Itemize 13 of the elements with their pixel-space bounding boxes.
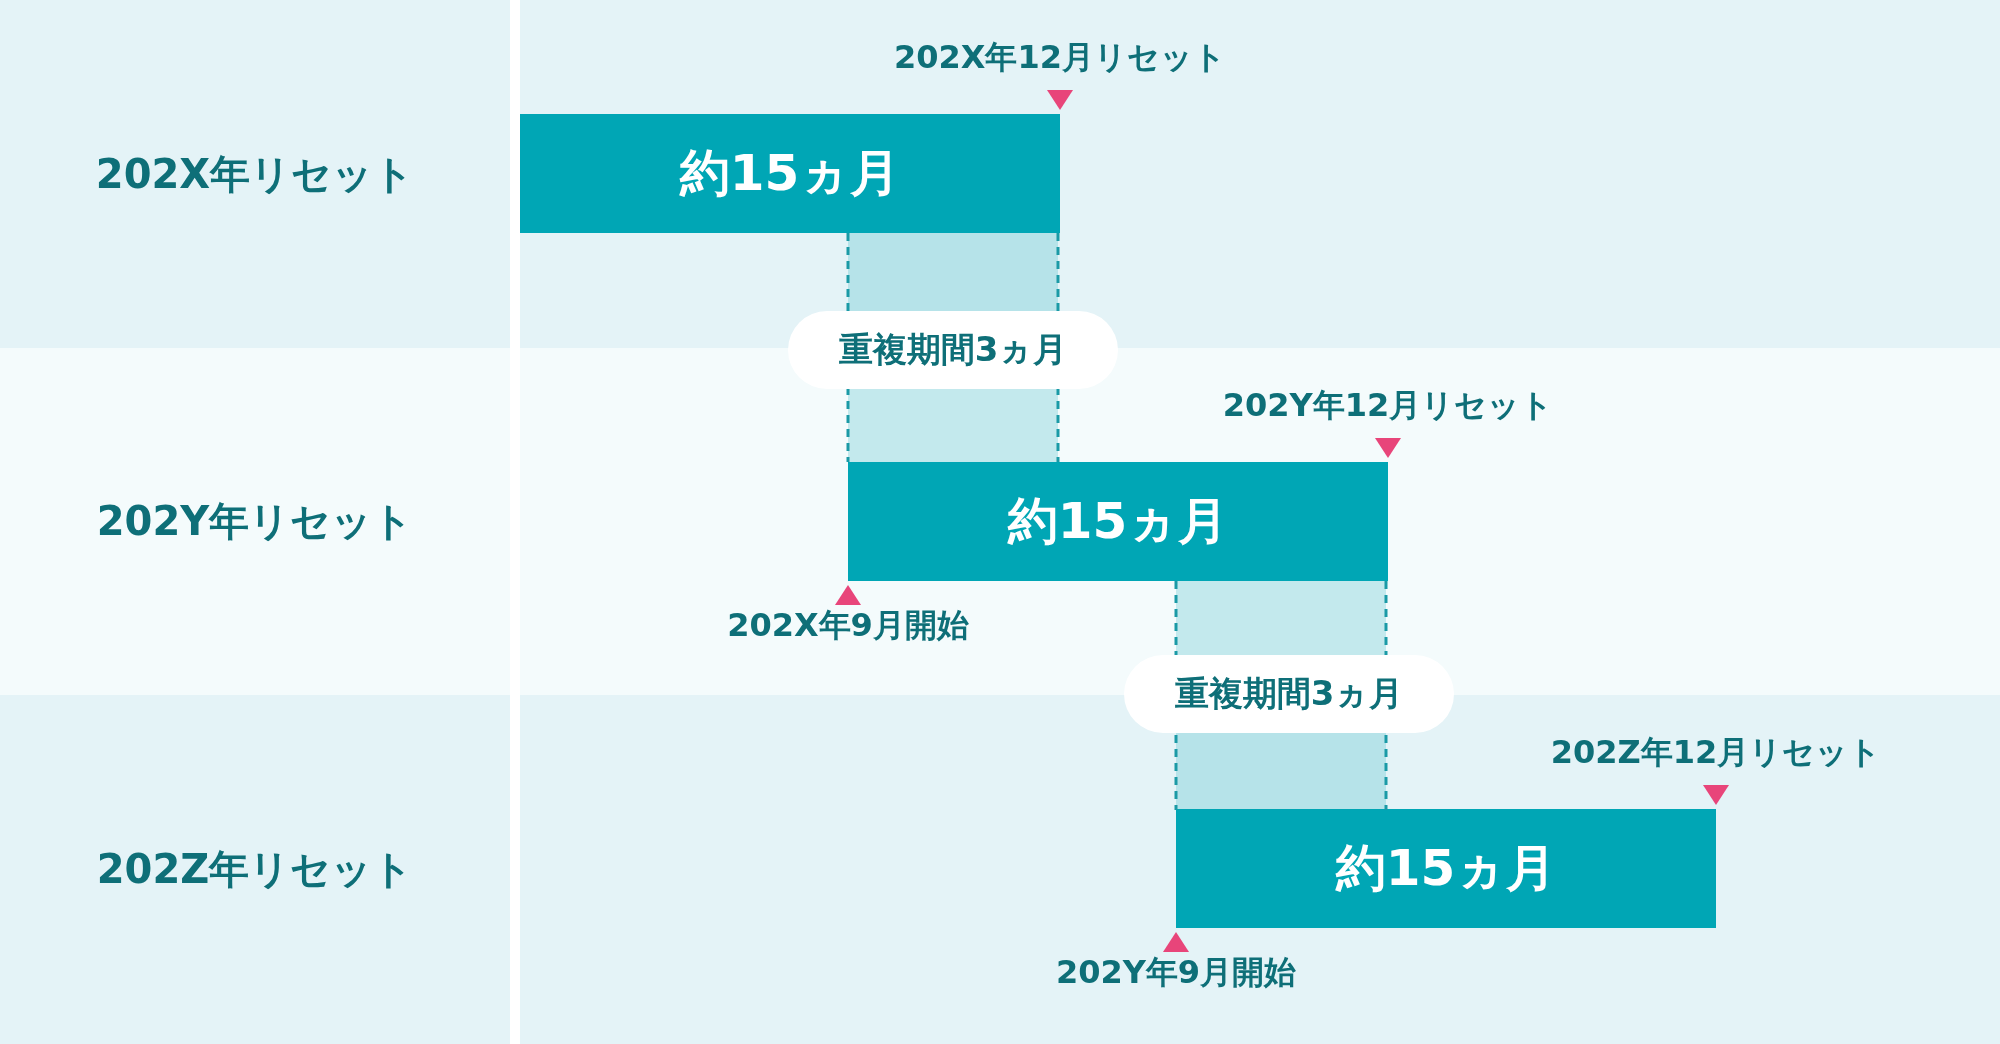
row-heading: 202Y年リセット	[95, 497, 415, 546]
start-date-label: 202X年9月開始	[727, 605, 969, 646]
period-bar: 約15ヵ月	[520, 114, 1060, 233]
reset-date-label: 202Y年12月リセット	[1222, 385, 1554, 426]
period-bar: 約15ヵ月	[1176, 809, 1716, 928]
period-bar: 約15ヵ月	[848, 462, 1388, 581]
reset-date-label: 202Z年12月リセット	[1550, 732, 1882, 773]
start-date-label: 202Y年9月開始	[1055, 952, 1297, 993]
reset-date-label: 202X年12月リセット	[894, 37, 1226, 78]
overlap-period-pill: 重複期間3ヵ月	[1124, 655, 1454, 733]
row-heading: 202X年リセット	[94, 149, 416, 199]
row-heading: 202Z年リセット	[95, 845, 415, 894]
overlap-period-pill: 重複期間3ヵ月	[788, 311, 1118, 389]
